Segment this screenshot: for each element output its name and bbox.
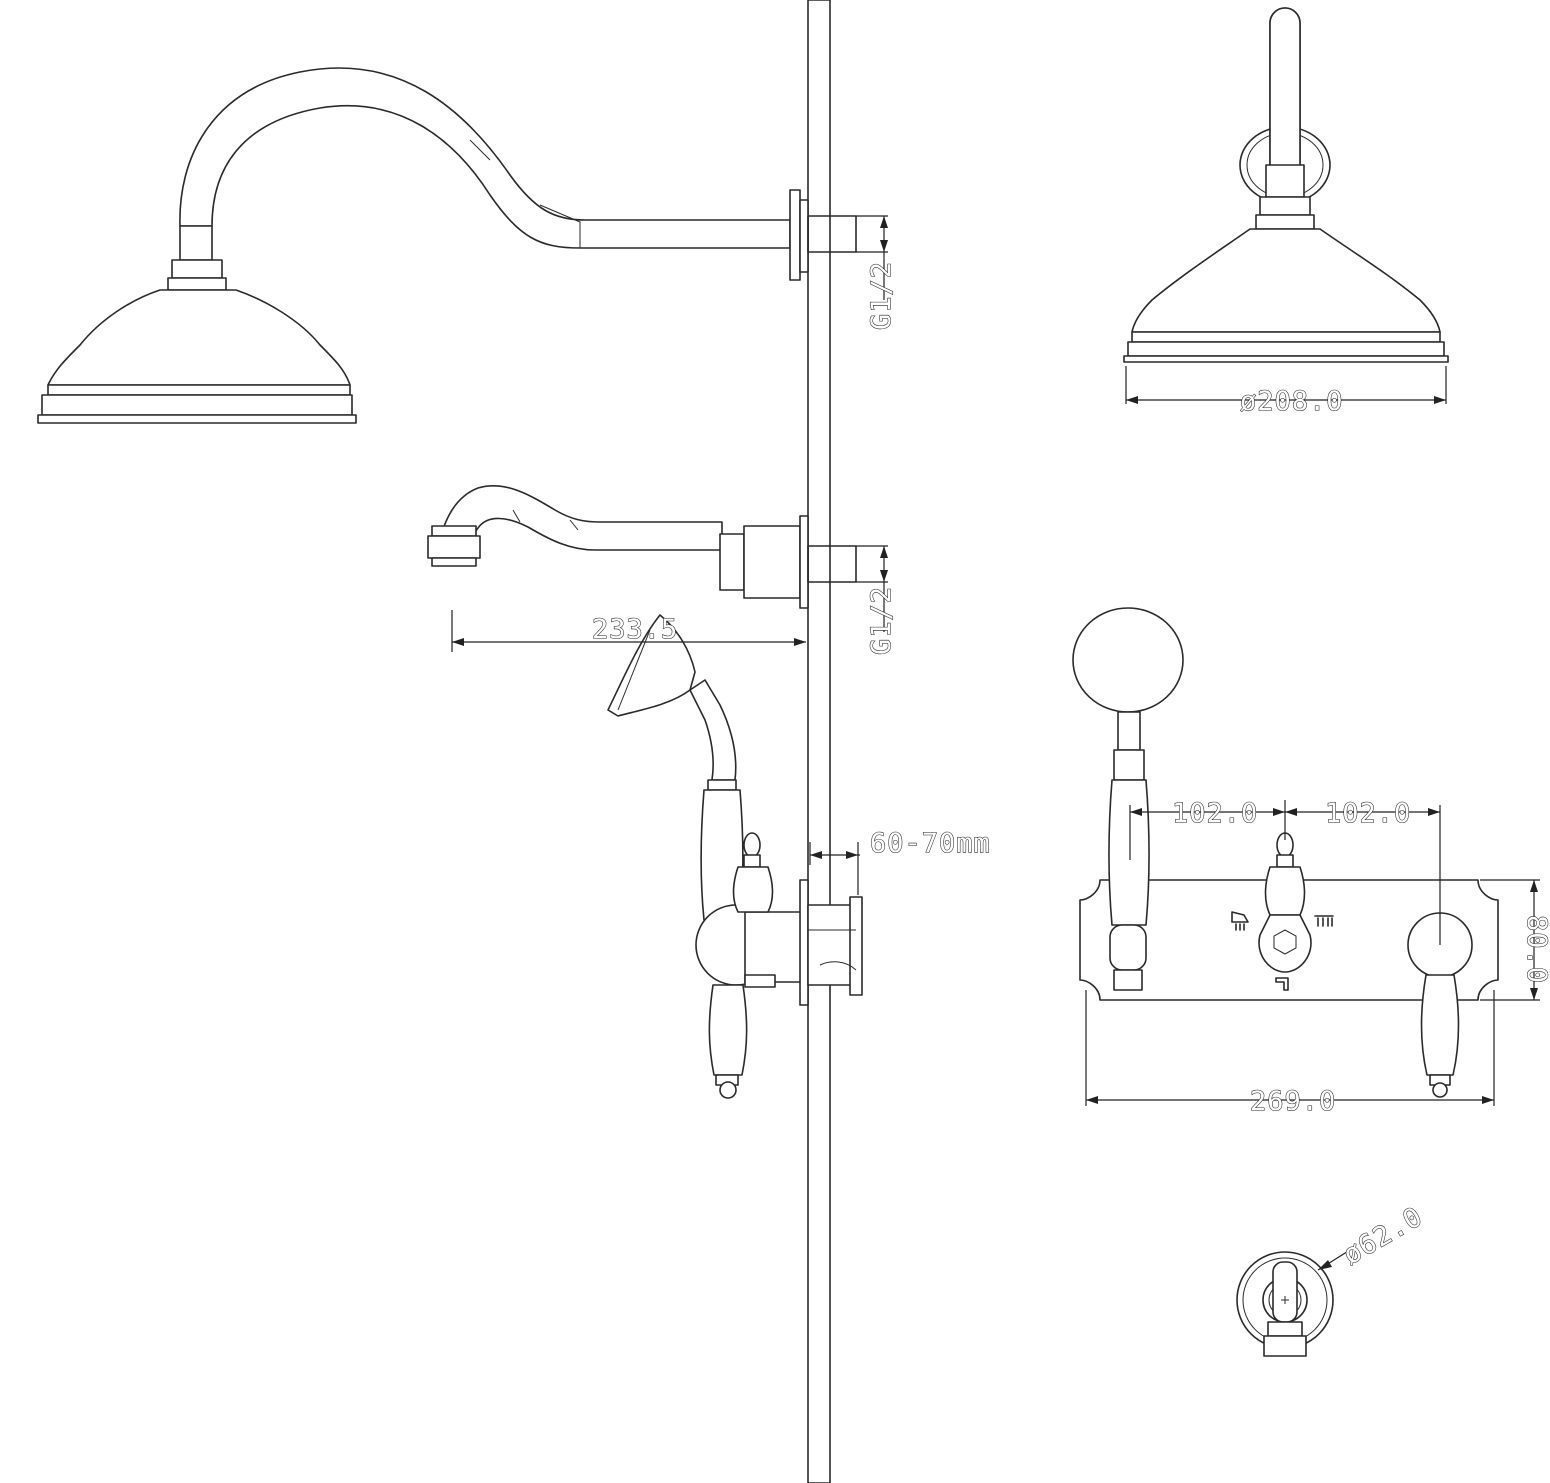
plate-width-label: 269.0 bbox=[1250, 1086, 1336, 1117]
rain-shower-symbol-icon bbox=[1314, 915, 1334, 927]
wall-depth-label: 60-70mm bbox=[870, 828, 991, 859]
top-thread-label: G1/2 bbox=[866, 261, 897, 330]
head-diameter-label: ø208.0 bbox=[1240, 386, 1344, 417]
spacing-right-label: 102.0 bbox=[1325, 798, 1411, 829]
shower-head-symbol-icon bbox=[1231, 911, 1249, 931]
escutcheon-front-view bbox=[1236, 1249, 1351, 1357]
spout-length-label: 233.5 bbox=[592, 614, 678, 645]
bath-spout bbox=[427, 484, 723, 567]
escutcheon-diameter-label: ø62.0 bbox=[1338, 1201, 1428, 1271]
overhead-shower-front-view bbox=[1123, 7, 1449, 404]
wall-section bbox=[807, 0, 831, 1483]
mixer-side-view bbox=[607, 614, 863, 1099]
plate-height-label: 80.0 bbox=[1521, 915, 1550, 984]
bottom-thread-label: G1/2 bbox=[866, 586, 897, 655]
spacing-left-label: 102.0 bbox=[1172, 798, 1258, 829]
bath-spout-symbol-icon bbox=[1275, 977, 1289, 991]
bath-spout-body bbox=[451, 515, 888, 652]
mixer-front-view bbox=[1072, 607, 1540, 1106]
overhead-shower-side-view bbox=[37, 67, 888, 424]
